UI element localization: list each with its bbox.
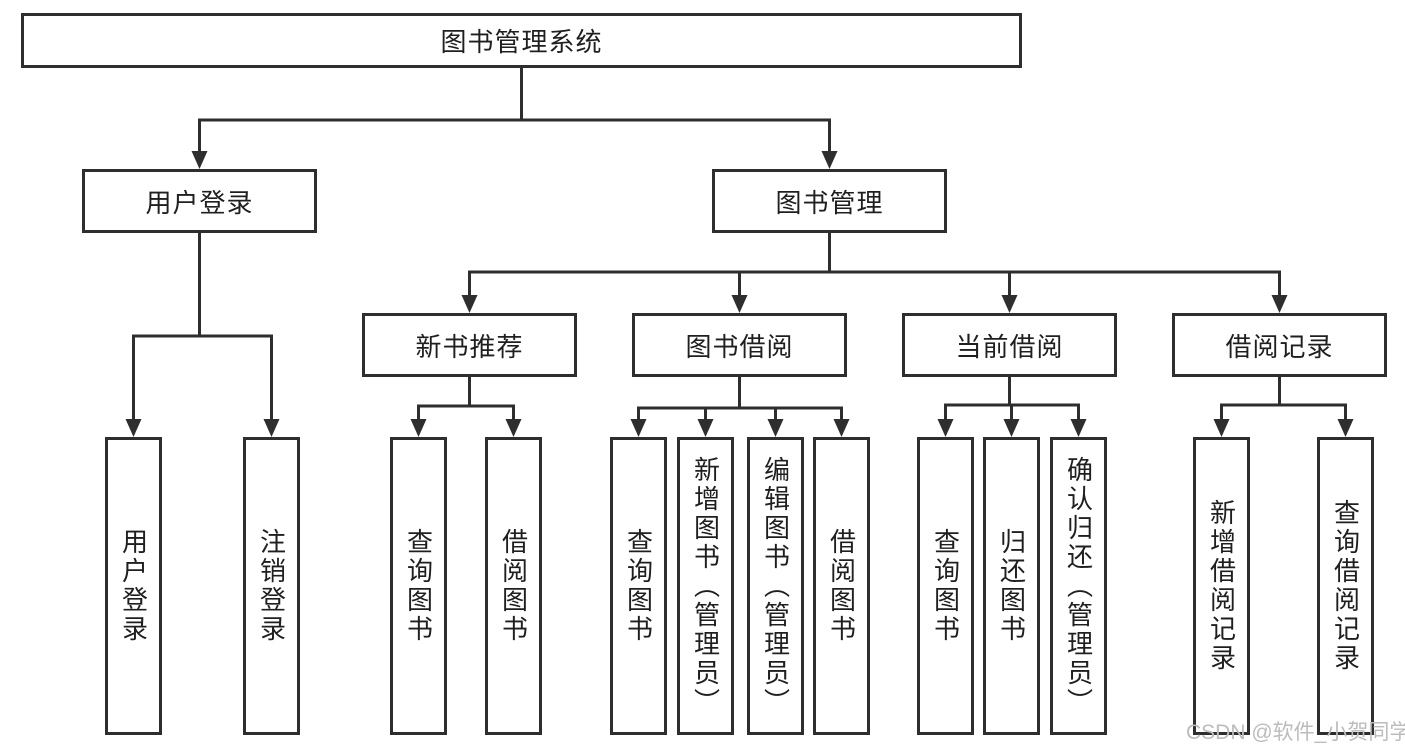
csdn-watermark: CSDN @软件_小贺同学 [1186,721,1405,744]
edge-new-book-recommend-to-leaves [410,377,522,437]
node-user-login: 用户登录 [82,169,317,233]
leaf-return-books: 归还图书 [983,437,1040,735]
leaf-borrow-books-recommend: 借阅图书 [485,437,542,735]
node-borrowing-records: 借阅记录 [1172,313,1387,377]
leaf-query-books-borrowing: 查询图书 [610,437,667,735]
edge-user-login-to-leaves [125,233,280,437]
leaf-logout: 注销登录 [243,437,300,735]
edge-borrowing-records-to-leaves [1213,377,1354,437]
leaf-query-books-current: 查询图书 [917,437,974,735]
leaf-edit-books-admin: 编辑图书（管理员） [747,437,804,735]
leaf-add-books-admin: 新增图书（管理员） [677,437,734,735]
leaf-query-borrow-record: 查询借阅记录 [1317,437,1374,735]
node-root-system: 图书管理系统 [21,13,1022,68]
edge-book-borrowing-to-leaves [630,377,850,437]
leaf-add-borrow-record: 新增借阅记录 [1193,437,1250,735]
leaf-confirm-return-admin: 确认归还（管理员） [1050,437,1107,735]
node-book-borrowing: 图书借阅 [632,313,847,377]
leaf-borrow-books-borrowing: 借阅图书 [813,437,870,735]
edge-root-to-level2 [191,68,838,169]
node-book-management: 图书管理 [712,169,947,233]
node-new-book-recommend: 新书推荐 [362,313,577,377]
node-current-borrowing: 当前借阅 [902,313,1117,377]
edge-current-borrowing-to-leaves [937,377,1087,437]
edge-book-management-to-sections [461,233,1288,313]
leaf-user-login: 用户登录 [105,437,162,735]
leaf-query-books-recommend: 查询图书 [390,437,447,735]
